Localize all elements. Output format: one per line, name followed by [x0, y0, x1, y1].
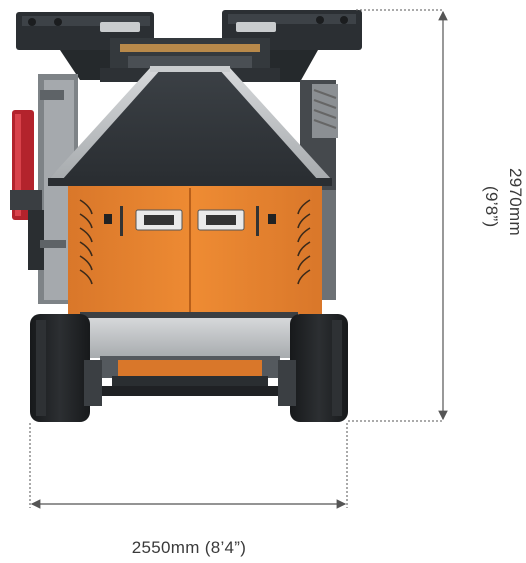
orange-body	[68, 186, 322, 314]
height-dimension-imperial: (9’8”)	[482, 186, 501, 228]
width-dimension	[29, 423, 348, 509]
door-handle-right	[197, 209, 245, 231]
width-dimension-label: 2550mm (8’4”)	[131, 538, 247, 557]
latch-right-icon	[268, 214, 276, 224]
height-dimension-metric: 2970mm	[506, 168, 525, 236]
roof-canopy	[48, 66, 332, 186]
left-side-machinery	[10, 74, 78, 304]
height-dimension	[348, 9, 448, 422]
right-track	[278, 314, 348, 422]
machine-illustration	[10, 10, 362, 422]
door-handle-left	[135, 209, 183, 231]
left-vent	[79, 199, 93, 285]
lower-chassis	[80, 312, 298, 396]
left-track	[30, 314, 102, 422]
right-vent	[297, 199, 311, 285]
latch-left-icon	[104, 214, 112, 224]
